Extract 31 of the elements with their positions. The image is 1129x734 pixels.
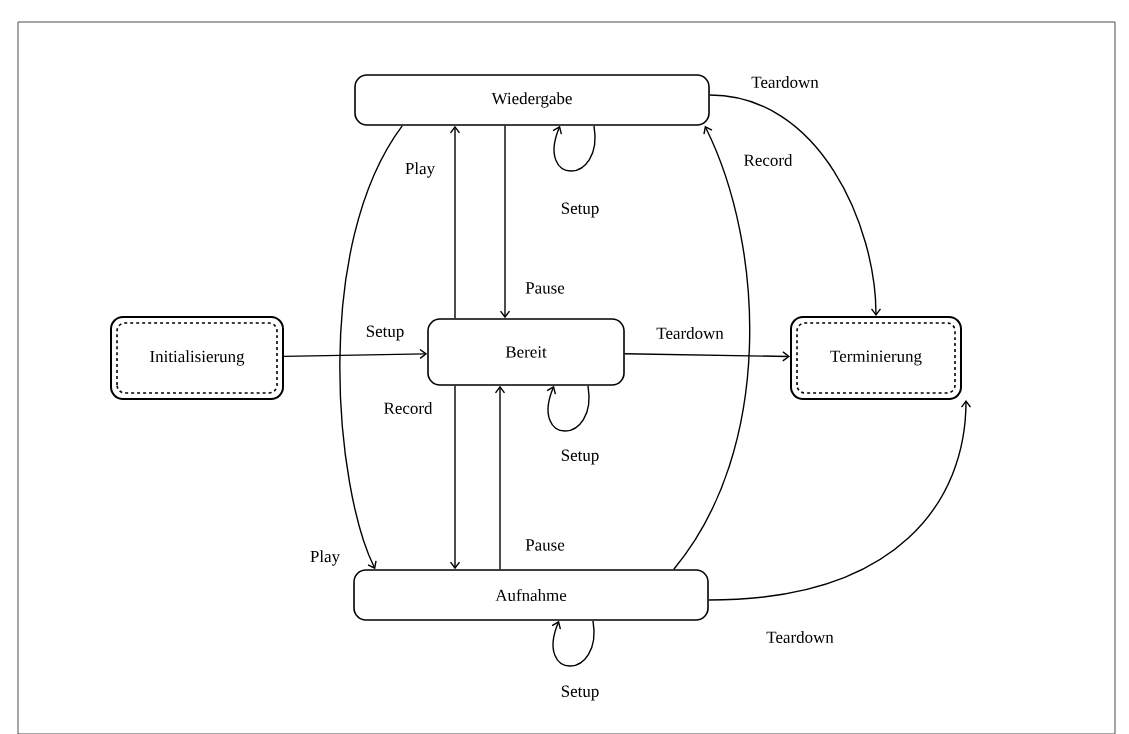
final-state-box: Initialisierung bbox=[110, 316, 284, 400]
arrow bbox=[708, 400, 972, 601]
arrow bbox=[449, 125, 461, 319]
edge-label: Record bbox=[742, 153, 794, 167]
edge-label: Teardown bbox=[655, 326, 725, 340]
arrow bbox=[624, 351, 790, 362]
state-box: Bereit bbox=[427, 318, 625, 386]
arrow bbox=[499, 125, 511, 319]
edge-label: Pause bbox=[524, 281, 566, 295]
arrow bbox=[283, 348, 428, 360]
arrow bbox=[339, 125, 403, 570]
edge-label: Setup bbox=[559, 684, 601, 702]
edge-label: Play bbox=[308, 549, 342, 567]
edge-label: Teardown bbox=[750, 75, 820, 89]
state-box: Wiedergabe bbox=[354, 74, 710, 126]
arrow bbox=[449, 385, 461, 570]
edge-label: Teardown bbox=[765, 630, 835, 644]
edge-label: Setup bbox=[559, 448, 601, 466]
edge-label: Record bbox=[382, 401, 434, 415]
arrow bbox=[551, 620, 595, 667]
arrow bbox=[546, 385, 590, 432]
arrow bbox=[494, 385, 506, 570]
arrow bbox=[673, 125, 751, 570]
edge-label: Setup bbox=[559, 201, 601, 219]
edge-label: Play bbox=[403, 161, 437, 179]
edge-label: Setup bbox=[364, 324, 406, 342]
edge-label: Pause bbox=[524, 538, 566, 552]
arrow bbox=[709, 94, 882, 316]
state-box: Aufnahme bbox=[353, 569, 709, 621]
arrow bbox=[552, 125, 596, 172]
final-state-box: Terminierung bbox=[790, 316, 962, 400]
